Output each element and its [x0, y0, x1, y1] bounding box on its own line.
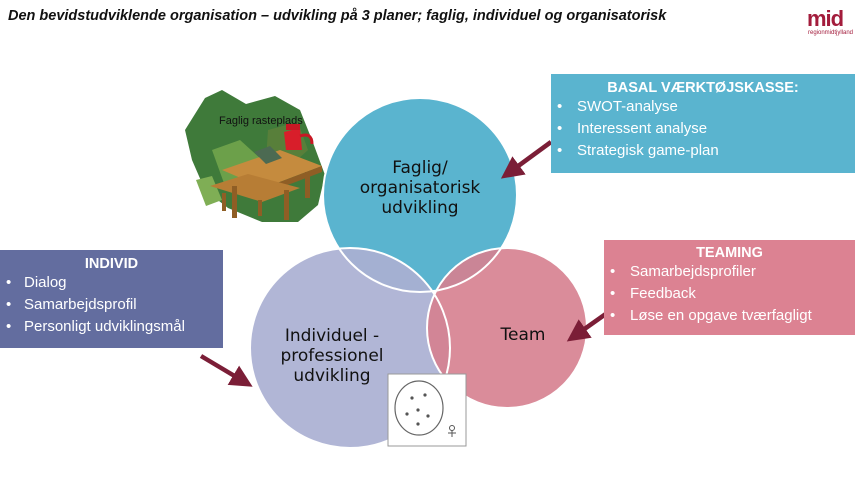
teaming-item: Løse en opgave tværfagligt [604, 305, 855, 327]
individ-item: Dialog [0, 272, 223, 294]
teaming-heading: TEAMING [696, 245, 763, 261]
page-title: Den bevidstudviklende organisation – udv… [8, 8, 667, 24]
basal-box: BASAL VÆRKTØJSKASSE: SWOT-analyse Intere… [551, 74, 855, 173]
picnic-table-map-icon [185, 90, 325, 222]
teaming-item: Feedback [604, 283, 855, 305]
group-sketch-icon [387, 373, 467, 447]
region-logo: mid regionmidtjylland [807, 8, 855, 40]
logo-subtext: regionmidtjylland [808, 30, 854, 36]
basal-item: Strategisk game-plan [551, 140, 855, 162]
faglig-label: Faglig/ organisatorisk udvikling [359, 158, 481, 218]
logo-text: mid [807, 8, 844, 31]
basal-heading: BASAL VÆRKTØJSKASSE: [607, 80, 799, 96]
individ-heading: INDIVID [84, 256, 139, 272]
basal-item: Interessent analyse [551, 118, 855, 140]
teaming-box: TEAMING Samarbejdsprofiler Feedback Løse… [604, 240, 855, 335]
individ-box: INDIVID Dialog Samarbejdsprofil Personli… [0, 250, 223, 348]
arrow-individ [199, 354, 253, 387]
individ-item: Personligt udviklingsmål [0, 316, 223, 338]
teaming-item: Samarbejdsprofiler [604, 261, 855, 283]
individ-item: Samarbejdsprofil [0, 294, 223, 316]
faglig-circle [323, 98, 517, 292]
individuel-label: Individuel - professionel udvikling [280, 326, 384, 386]
basal-item: SWOT-analyse [551, 96, 855, 118]
team-circle [427, 248, 587, 408]
arrow-basal [500, 140, 553, 179]
team-label: Team [500, 325, 546, 345]
picnic-label: Faglig rasteplads [219, 115, 303, 127]
